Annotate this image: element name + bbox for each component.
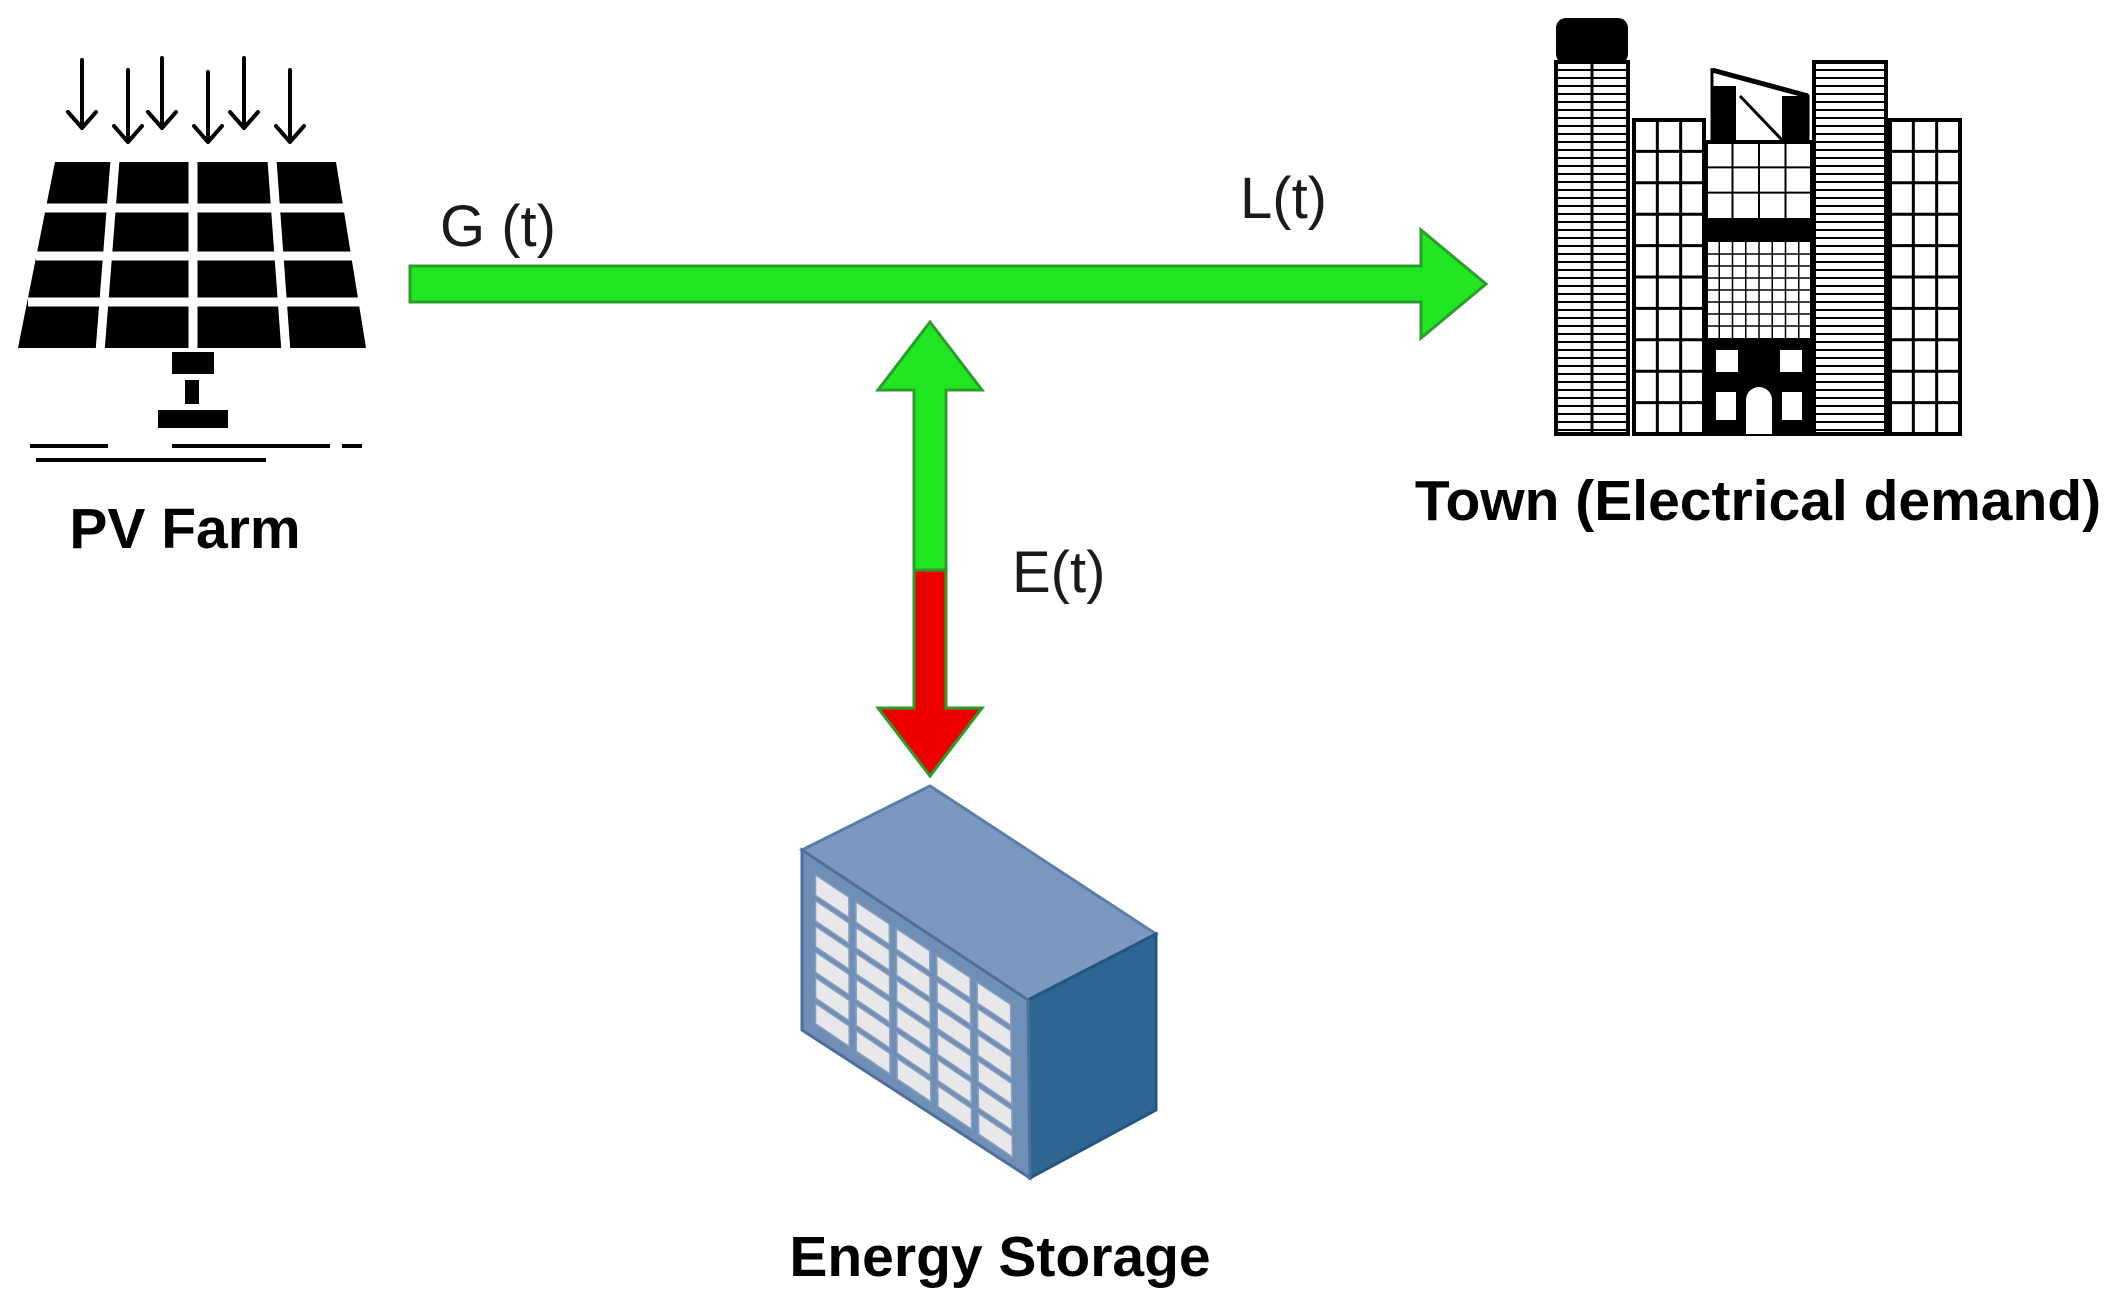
load-flow-label: L(t) xyxy=(1240,166,1327,231)
solar-panel-icon xyxy=(18,159,366,462)
exchange-flow-label: E(t) xyxy=(1012,540,1105,605)
storage-label: Energy Storage xyxy=(789,1225,1210,1289)
battery-cabinet-icon xyxy=(799,784,1159,1181)
generation-to-town-arrow xyxy=(408,226,1489,342)
sunlight-arrows-icon xyxy=(66,56,306,144)
storage-node: Energy Storage xyxy=(789,784,1211,1289)
storage-exchange-arrow xyxy=(874,319,986,779)
town-buildings-icon xyxy=(1554,18,1962,436)
pv-farm-label: PV Farm xyxy=(69,497,300,561)
town-label: Town (Electrical demand) xyxy=(1415,469,2101,533)
generation-flow-label: G (t) xyxy=(440,194,556,259)
town-node: Town (Electrical demand) xyxy=(1415,18,2101,533)
pv-farm-node: PV Farm xyxy=(18,56,366,561)
